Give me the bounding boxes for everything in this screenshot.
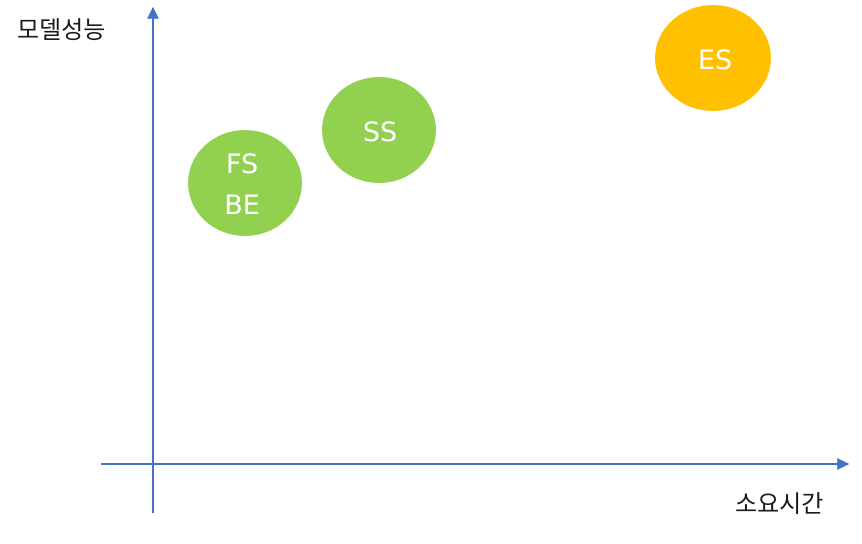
bubble-es: ES <box>655 5 771 111</box>
bubble-fs-be: FS BE <box>188 130 302 236</box>
bubble-ss: SS <box>322 77 436 183</box>
bubble-fs-be-label-line1: FS <box>226 149 258 180</box>
bubble-fs-be-shape <box>188 130 302 236</box>
bubble-ss-shape <box>322 77 436 183</box>
y-axis-title: 모델성능 <box>17 16 106 44</box>
bubble-es-label: ES <box>698 45 732 76</box>
bubble-ss-label: SS <box>363 117 397 148</box>
bubble-es-shape <box>655 5 771 111</box>
x-axis-title: 소요시간 <box>735 490 824 518</box>
bubble-fs-be-label-line2: BE <box>224 190 260 221</box>
